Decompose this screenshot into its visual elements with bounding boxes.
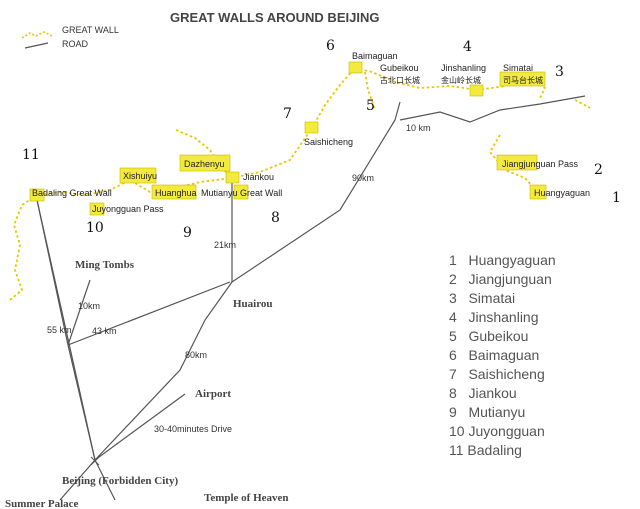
distance-10km-gubeikou: 10 km [406,123,431,133]
great-wall-lines [9,67,591,301]
map-number-6: 6 [326,38,335,54]
label-jinshanling: Jinshanling [441,63,486,73]
label-simatai-cn: 司马台长城 [503,75,543,85]
label-xishuiyu: Xishuiyu [123,171,157,181]
key-item-5: 5 Gubeikou [449,328,528,344]
map-number-3: 3 [555,64,564,80]
map-number-4: 4 [463,39,472,55]
label-dazhenyu: Dazhenyu [184,159,225,169]
map-number-7: 7 [283,106,292,122]
marker-huangyaguan [529,184,547,200]
map-number-2: 2 [594,162,603,178]
label-simatai: Simatai [503,63,533,73]
distance-90km: 90km [352,173,374,183]
distance-55km: 55 km [47,325,72,335]
wall-far-east [574,99,591,109]
marker-baimaguan [348,61,363,74]
marker-simatai [499,71,546,87]
place-ming-tombs: Ming Tombs [75,259,135,271]
distance-labels: 10 km 90km 21km 10km 55 km 43 km 80km 30… [47,123,431,434]
site-numbers: 1 2 3 4 5 6 7 8 9 10 11 [22,38,621,241]
place-labels: Ming Tombs Huairou Airport Beijing (Forb… [5,259,289,509]
wall-jiangjun-segment [488,134,541,196]
roads [36,95,586,501]
road-airport [94,393,186,461]
place-beijing: Beijing (Forbidden City) [62,475,178,487]
road-ming-tombs [67,279,91,346]
key-item-11: 11 Badaling [449,442,522,458]
marker-xishuiyu [119,167,157,184]
label-huanghua: Huanghua [155,188,197,198]
label-gubeikou-cn: 古北口长城 [380,75,420,85]
key-item-6: 6 Baimaguan [449,347,539,363]
label-jinshanling-cn: 金山岭长城 [441,75,481,85]
distance-80km: 80km [185,350,207,360]
marker-juyongguan [89,202,105,216]
road-beijing-south [94,459,116,501]
distance-43km: 43 km [92,326,117,336]
wall-west-segment [9,67,356,301]
marker-badaling [29,188,45,202]
label-baimaguan: Baimaguan [352,51,398,61]
legend-road-swatch [24,42,49,49]
map-number-8: 8 [271,210,280,226]
key-item-1: 1 Huangyaguan [449,252,556,268]
city-markers [90,456,100,466]
map-number-5: 5 [366,98,375,114]
label-jiangjunguan: Jiangjunguan Pass [502,159,579,169]
site-labels: Baimaguan Gubeikou 古北口长城 Jinshanling 金山岭… [32,51,590,214]
place-huairou: Huairou [233,298,273,310]
wall-gubeikou-spur [364,71,376,111]
label-huangyaguan: Huangyaguan [534,188,590,198]
map-number-9: 9 [183,225,192,241]
legend-road-label: ROAD [62,39,89,49]
marker-jiankou [225,171,240,184]
road-huairou-west [67,281,231,346]
map-title: GREAT WALLS AROUND BEIJING [170,10,379,25]
key-item-4: 4 Jinshanling [449,309,539,325]
marker-dazhenyu [179,154,231,172]
place-summer-palace: Summer Palace [5,498,79,509]
beijing-marker-icon [90,456,100,466]
road-beijing-southwest [59,459,96,501]
road-huairou-beijing [94,281,233,461]
key-item-10: 10 Juyongguan [449,423,545,439]
legend-wall-swatch [21,31,53,39]
legend-wall-label: GREAT WALL [62,25,119,35]
place-airport: Airport [195,388,231,400]
label-badaling: Badaling Great Wall [32,188,112,198]
label-jiankou: Jiankou [243,172,274,182]
label-saishicheng: Saishicheng [304,137,353,147]
distance-21km: 21km [214,240,236,250]
map-number-1: 1 [612,190,621,206]
key-item-9: 9 Mutianyu [449,404,525,420]
road-gubeikou-east [399,95,586,123]
wall-east-segment [354,67,547,99]
label-gubeikou: Gubeikou [380,63,419,73]
label-mutianyu: Mutianyu Great Wall [201,188,282,198]
road-huairou-gubeikou [231,101,401,283]
site-markers [29,61,547,216]
map-legend: GREAT WALL ROAD [21,25,119,49]
key-item-7: 7 Saishicheng [449,366,545,382]
marker-huanghua [151,184,197,200]
marker-jinshanling [469,84,484,97]
place-temple-heaven: Temple of Heaven [204,492,289,504]
key-item-8: 8 Jiankou [449,385,517,401]
key-item-3: 3 Simatai [449,290,515,306]
drive-time: 30-40minutes Drive [154,424,232,434]
map-number-11: 11 [22,147,40,163]
label-juyongguan: Juyongguan Pass [92,204,164,214]
distance-10km-ming: 10km [78,301,100,311]
marker-mutianyu [233,184,249,200]
marker-jiangjunguan [496,154,538,171]
site-key: 1 Huangyaguan 2 Jiangjunguan 3 Simatai 4… [449,252,556,458]
key-item-2: 2 Jiangjunguan [449,271,552,287]
marker-saishicheng [304,121,319,134]
map-number-10: 10 [86,220,104,236]
